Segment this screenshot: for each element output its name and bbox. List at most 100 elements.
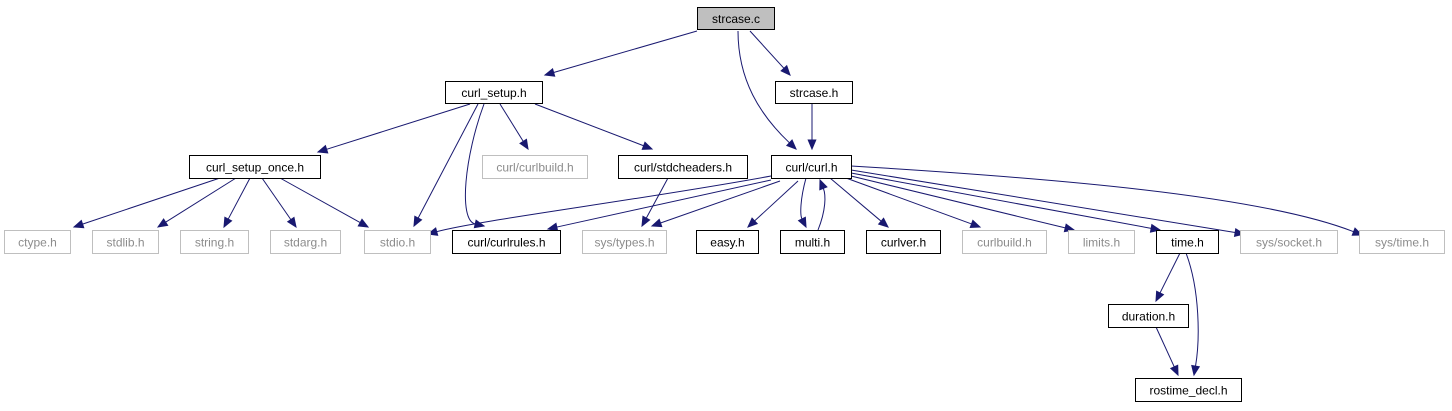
edge-line bbox=[737, 30, 790, 144]
node-label: curl_setup.h bbox=[461, 86, 526, 100]
node-curl-curlrules-h[interactable]: curl/curlrules.h bbox=[452, 230, 561, 254]
arrow-head-icon bbox=[747, 217, 759, 228]
node-box bbox=[582, 230, 667, 254]
node-curl-setup-once-h[interactable]: curl_setup_once.h bbox=[189, 155, 321, 179]
node-multi-h[interactable]: multi.h bbox=[780, 230, 845, 254]
arrow-head-icon bbox=[877, 217, 889, 228]
node-label: ctype.h bbox=[18, 236, 57, 250]
node-curl-stdcheaders-h[interactable]: curl/stdcheaders.h bbox=[618, 155, 748, 179]
node-box bbox=[189, 155, 321, 179]
node-easy-h[interactable]: easy.h bbox=[696, 230, 759, 254]
arrow-head-icon bbox=[286, 216, 297, 229]
node-label: duration.h bbox=[1122, 310, 1175, 324]
edge-curl-curl-h-to-curlver-h bbox=[829, 177, 889, 228]
edge-time-h-to-rostime-decl-h bbox=[1185, 252, 1201, 377]
node-label: strcase.h bbox=[790, 86, 839, 100]
node-curlver-h[interactable]: curlver.h bbox=[866, 230, 941, 254]
node-box bbox=[866, 230, 941, 254]
node-box bbox=[618, 155, 748, 179]
arrow-head-icon bbox=[413, 215, 423, 228]
node-box bbox=[364, 230, 431, 254]
node-curl-curl-h[interactable]: curl/curl.h bbox=[771, 155, 852, 179]
node-label: string.h bbox=[195, 236, 234, 250]
edge-curl-setup-h-to-curl-stdcheaders-h bbox=[534, 103, 654, 150]
node-duration-h[interactable]: duration.h bbox=[1108, 304, 1189, 328]
arrow-head-icon bbox=[780, 64, 791, 76]
node-box bbox=[697, 7, 775, 30]
edge-curl-curl-h-to-time-h bbox=[850, 172, 1162, 233]
edge-line bbox=[817, 188, 826, 231]
node-label: multi.h bbox=[795, 236, 830, 250]
arrow-head-icon bbox=[1169, 364, 1179, 377]
edge-curl-curl-h-to-sys-time-h bbox=[850, 165, 1364, 236]
node-sys-socket-h: sys/socket.h bbox=[1240, 230, 1338, 254]
edge-line bbox=[850, 175, 1066, 229]
arrow-head-icon bbox=[797, 216, 807, 229]
node-box bbox=[482, 155, 588, 179]
edge-line bbox=[556, 179, 772, 228]
node-box bbox=[452, 230, 561, 254]
node-label: curl/stdcheaders.h bbox=[634, 161, 732, 175]
edge-curl-curl-h-to-curlbuild-h bbox=[845, 177, 982, 229]
node-stdarg-h: stdarg.h bbox=[270, 230, 341, 254]
edge-line bbox=[850, 169, 1236, 234]
edge-curl-setup-once-h-to-stdarg-h bbox=[261, 177, 297, 229]
arrow-head-icon bbox=[546, 222, 559, 232]
edge-strcase-c-to-curl-curl-h bbox=[737, 30, 797, 150]
edge-curl-setup-h-to-stdio-h bbox=[413, 103, 479, 228]
node-label: limits.h bbox=[1083, 236, 1120, 250]
arrow-head-icon bbox=[72, 219, 85, 229]
edge-curl-curl-h-to-multi-h bbox=[797, 177, 807, 229]
node-label: rostime_decl.h bbox=[1149, 384, 1227, 398]
edge-curl-setup-once-h-to-stdlib-h bbox=[156, 177, 237, 228]
arrow-head-icon bbox=[641, 215, 651, 228]
edge-line bbox=[464, 103, 485, 225]
node-sys-types-h: sys/types.h bbox=[582, 230, 667, 254]
edge-strcase-c-to-curl-setup-h bbox=[543, 30, 698, 77]
edge-line bbox=[417, 103, 479, 219]
node-box bbox=[4, 230, 71, 254]
edge-line bbox=[749, 30, 785, 69]
node-label: sys/types.h bbox=[594, 236, 654, 250]
node-stdio-h: stdio.h bbox=[364, 230, 431, 254]
arrow-head-icon bbox=[641, 141, 654, 150]
edge-line bbox=[82, 177, 221, 225]
node-box bbox=[962, 230, 1047, 254]
node-box bbox=[1240, 230, 1338, 254]
arrow-head-icon bbox=[650, 218, 663, 228]
node-strcase-h[interactable]: strcase.h bbox=[775, 81, 853, 104]
node-box bbox=[445, 81, 543, 104]
node-box bbox=[775, 81, 853, 104]
node-box bbox=[780, 230, 845, 254]
edge-line bbox=[850, 172, 1152, 229]
edge-line bbox=[845, 177, 972, 225]
node-box bbox=[92, 230, 159, 254]
arrow-head-icon bbox=[807, 139, 817, 151]
edge-line bbox=[850, 165, 1354, 233]
node-label: easy.h bbox=[710, 236, 744, 250]
edge-line bbox=[553, 30, 698, 73]
edge-curl-stdcheaders-h-to-sys-types-h bbox=[641, 177, 669, 228]
edge-line bbox=[1155, 326, 1175, 368]
arrow-head-icon bbox=[819, 178, 828, 191]
edge-line bbox=[645, 177, 669, 219]
node-label: curl/curlbuild.h bbox=[496, 161, 573, 175]
edge-multi-h-to-curl-curl-h bbox=[817, 178, 828, 231]
node-label: stdlib.h bbox=[106, 236, 144, 250]
arrow-head-icon bbox=[519, 138, 529, 151]
edge-line bbox=[534, 103, 644, 147]
arrow-head-icon bbox=[1155, 290, 1165, 303]
node-box bbox=[270, 230, 341, 254]
arrow-head-icon bbox=[156, 218, 169, 228]
node-strcase-c[interactable]: strcase.c bbox=[697, 7, 775, 30]
node-time-h[interactable]: time.h bbox=[1156, 230, 1219, 254]
edge-strcase-c-to-strcase-h bbox=[749, 30, 791, 76]
edge-curl-curl-h-to-curl-curlrules-h bbox=[546, 179, 772, 232]
node-rostime-decl-h[interactable]: rostime_decl.h bbox=[1135, 378, 1242, 402]
node-curl-setup-h[interactable]: curl_setup.h bbox=[445, 81, 543, 104]
node-label: sys/socket.h bbox=[1256, 236, 1322, 250]
node-string-h: string.h bbox=[180, 230, 249, 254]
node-box bbox=[180, 230, 249, 254]
arrow-head-icon bbox=[316, 144, 329, 154]
arrow-head-icon bbox=[357, 218, 370, 228]
